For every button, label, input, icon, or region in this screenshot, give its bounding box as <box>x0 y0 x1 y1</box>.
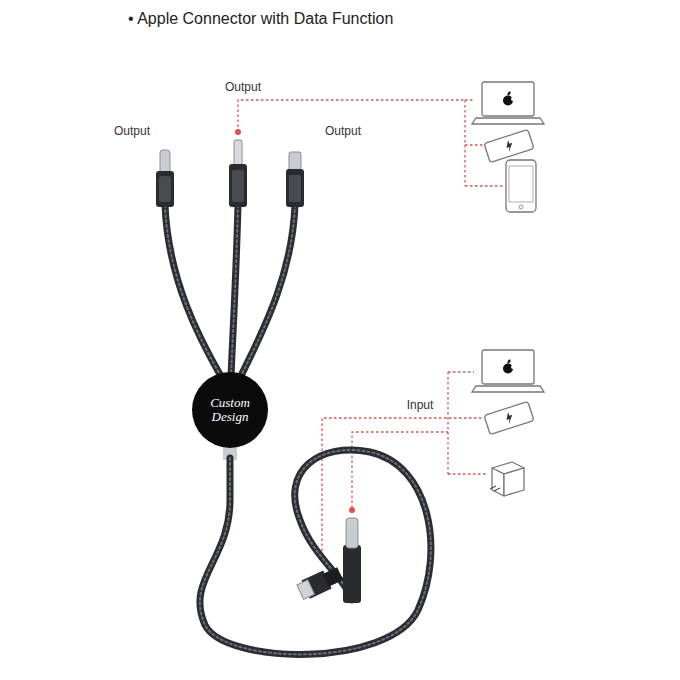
usb-c-connector <box>156 150 174 207</box>
phone-icon <box>506 160 536 212</box>
input-leader <box>322 372 488 556</box>
power-bank-icon <box>484 401 534 434</box>
port-label: Output <box>325 124 361 138</box>
laptop-icon <box>472 350 544 392</box>
logo-text: Custom Design <box>200 396 260 423</box>
port-label: Output <box>225 80 261 94</box>
micro-usb-connector <box>286 152 304 207</box>
port-label: Input <box>407 398 434 412</box>
logo-circle: Custom Design <box>192 372 268 448</box>
diagram-title: • Apple Connector with Data Function <box>128 10 393 28</box>
output-leader <box>238 100 504 186</box>
usb-combo-connector <box>296 518 361 603</box>
lightning-connector <box>229 140 247 207</box>
braided-cable <box>200 450 431 654</box>
input-dot <box>349 507 355 513</box>
charger-icon <box>490 462 524 496</box>
output-dot <box>235 129 241 135</box>
laptop-icon <box>472 82 544 124</box>
braided-cable <box>165 205 295 378</box>
port-label: Output <box>114 124 150 138</box>
power-bank-icon <box>484 129 534 162</box>
